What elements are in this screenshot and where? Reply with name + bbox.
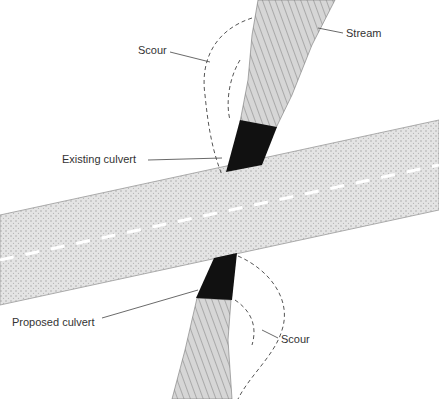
scour-line (235, 300, 254, 345)
stream (172, 298, 232, 399)
road-centerline (0, 165, 439, 260)
stream (240, 0, 335, 128)
scour-label: Scour (281, 333, 310, 346)
existing-culvert (226, 120, 277, 172)
leader-lines (102, 28, 343, 338)
scour-line (228, 60, 240, 120)
road (0, 120, 439, 305)
scour-line (238, 256, 284, 399)
scour-label: Scour (138, 44, 167, 57)
culvert-label: Existing culvert (62, 153, 136, 166)
stream-label: Stream (346, 27, 381, 40)
proposed-culvert (196, 253, 237, 300)
scour-line (204, 18, 252, 175)
culvert-label: Proposed culvert (12, 316, 95, 329)
